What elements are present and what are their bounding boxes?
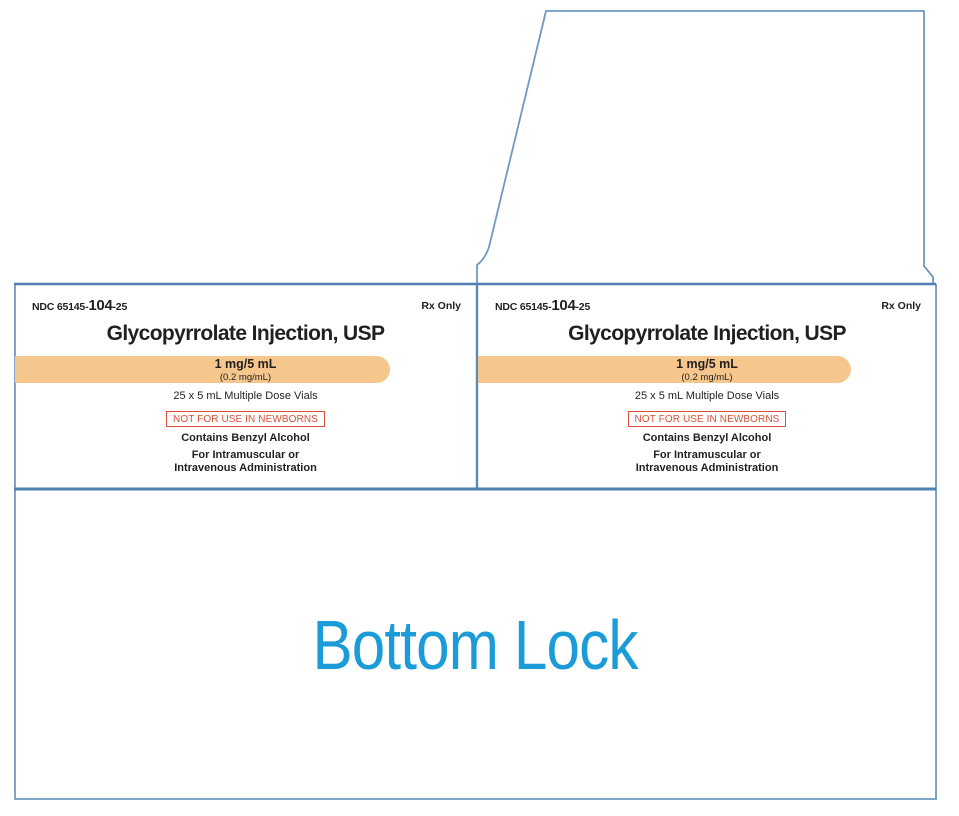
- rx-only-label: Rx Only: [881, 300, 921, 312]
- bottom-lock-label: Bottom Lock: [312, 606, 639, 684]
- ndc-prefix: NDC 65145-: [32, 301, 89, 313]
- ndc-number: NDC 65145-104-25: [32, 297, 127, 315]
- product-title: Glycopyrrolate Injection, USP: [106, 322, 385, 345]
- rx-only-label: Rx Only: [421, 300, 461, 312]
- concentration-value: (0.2 mg/mL): [681, 371, 733, 383]
- strength-value: 1 mg/5 mL: [214, 357, 277, 371]
- route-of-administration: For Intramuscular or Intravenous Adminis…: [15, 449, 476, 475]
- ndc-number: NDC 65145-104-25: [495, 297, 590, 315]
- concentration-value: (0.2 mg/mL): [219, 371, 272, 383]
- benzyl-alcohol-note: Contains Benzyl Alcohol: [642, 432, 772, 444]
- newborn-warning-wrap: NOT FOR USE IN NEWBORNS: [478, 409, 936, 427]
- right-label-panel: NDC 65145-104-25 Rx Only Glycopyrrolate …: [478, 284, 936, 489]
- left-label-panel: NDC 65145-104-25 Rx Only Glycopyrrolate …: [15, 284, 476, 489]
- strength-band: [15, 356, 391, 383]
- ndc-code: 104: [551, 297, 576, 314]
- route-line2: Intravenous Administration: [174, 461, 317, 474]
- newborn-warning-box: NOT FOR USE IN NEWBORNS: [627, 411, 787, 427]
- strength-band: [478, 356, 851, 383]
- strength-band-text: 1 mg/5 mL (0.2 mg/mL): [15, 357, 476, 382]
- ndc-code: 104: [88, 297, 113, 314]
- top-flap-outline: [476, 10, 934, 283]
- ndc-suffix: -25: [575, 301, 591, 313]
- route-of-administration: For Intramuscular or Intravenous Adminis…: [478, 449, 936, 475]
- product-title: Glycopyrrolate Injection, USP: [568, 322, 846, 345]
- benzyl-alcohol-note: Contains Benzyl Alcohol: [181, 432, 310, 444]
- route-line1: For Intramuscular or: [653, 449, 761, 461]
- newborn-warning-wrap: NOT FOR USE IN NEWBORNS: [15, 409, 476, 427]
- route-line1: For Intramuscular or: [191, 449, 300, 461]
- strength-value: 1 mg/5 mL: [676, 357, 738, 371]
- ndc-suffix: -25: [112, 301, 128, 313]
- outer-border: [14, 284, 937, 800]
- route-line2: Intravenous Administration: [635, 461, 779, 474]
- pack-size: 25 x 5 mL Multiple Dose Vials: [173, 390, 318, 402]
- pack-size: 25 x 5 mL Multiple Dose Vials: [634, 390, 780, 402]
- newborn-warning-box: NOT FOR USE IN NEWBORNS: [166, 411, 325, 427]
- bottom-lock-area: Bottom Lock: [15, 490, 936, 800]
- strength-band-text: 1 mg/5 mL (0.2 mg/mL): [478, 357, 936, 382]
- ndc-prefix: NDC 65145-: [495, 301, 552, 313]
